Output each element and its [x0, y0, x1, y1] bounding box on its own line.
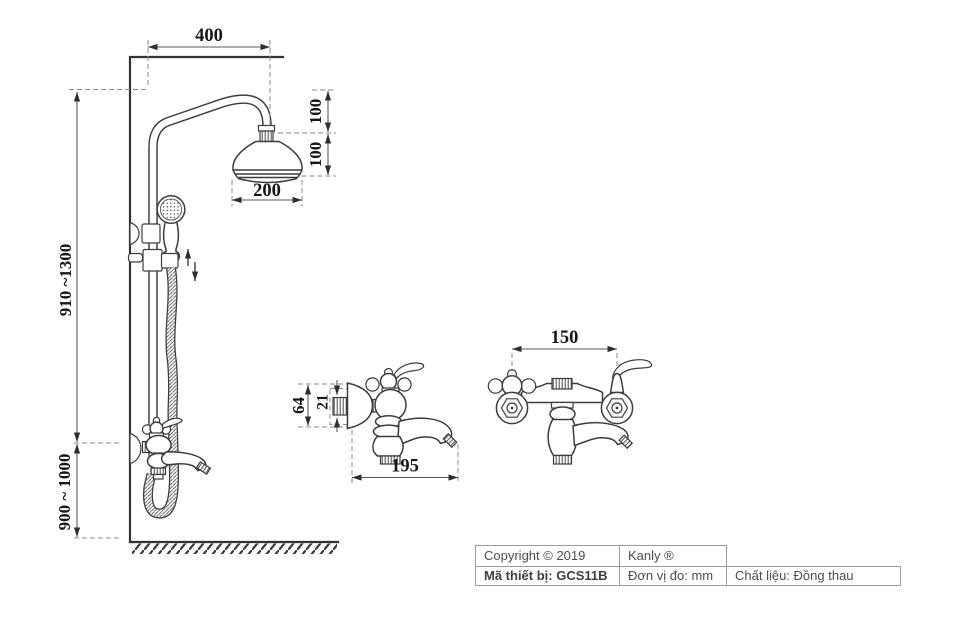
dim-spout-reach: 195 — [391, 457, 419, 477]
wall-and-floor — [128, 55, 340, 554]
wall-bracket-knob — [129, 221, 140, 246]
model-cell: Mã thiết bị: GCS11B — [475, 566, 620, 586]
front-lever — [611, 359, 653, 380]
front-spout-aerator — [618, 434, 634, 450]
brand-cell: Kanly ® — [620, 545, 727, 567]
front-cross-left-ear — [487, 378, 504, 394]
spec-table-row-2: Mã thiết bị: GCS11B Đơn vị đo: mm Chất l… — [475, 566, 901, 586]
valve-lever — [160, 417, 183, 430]
side-cross-right-ear — [397, 377, 412, 392]
dim-head-height: 100 — [306, 142, 325, 168]
side-wall-stub — [332, 396, 348, 416]
dim-head-diameter: 200 — [253, 181, 281, 201]
shower-hose — [143, 267, 180, 519]
side-cross-left-ear — [365, 377, 380, 392]
shower-head-bell — [232, 140, 303, 171]
rain-shower-head — [232, 124, 303, 184]
head-face-curve — [237, 177, 298, 184]
floor-hatching — [132, 543, 337, 554]
dim-inlet-stub-diameter: 21 — [315, 394, 332, 410]
faucet-side-view: 64 21 195 — [289, 362, 459, 483]
front-body-bell — [547, 418, 578, 457]
hand-shower-spray-face — [159, 198, 183, 221]
front-top-stub — [551, 377, 573, 390]
head-dimensions: 100 100 200 — [231, 89, 336, 206]
front-left-center-dot — [510, 406, 514, 410]
handle-clamp — [160, 252, 179, 269]
valve-spout — [160, 451, 207, 472]
slider-screw — [127, 252, 144, 263]
dim-head-drop: 100 — [306, 99, 325, 125]
valve-spout-aerator — [195, 461, 212, 475]
front-spout — [572, 421, 629, 447]
rail-bracket — [141, 223, 161, 244]
valve-hose-outlet — [152, 473, 164, 480]
unit-cell: Đơn vị đo: mm — [620, 566, 727, 586]
side-spout-aerator — [442, 432, 458, 449]
valve-hose-nut — [150, 467, 167, 476]
faucet-front-view: 150 — [487, 328, 653, 465]
wall-line — [128, 55, 285, 544]
spec-table: Copyright © 2019 Kanly ® Mã thiết bị: GC… — [475, 545, 901, 586]
material-cell: Chất liệu: Đồng thau — [727, 566, 901, 586]
dim-arm-reach: 400 — [195, 26, 223, 46]
head-rim-band2 — [234, 173, 301, 179]
mixer-valve — [129, 416, 212, 480]
dim-column-height-range: 910 ~1300 — [56, 244, 75, 317]
front-lever-stem — [609, 372, 625, 394]
head-rim-band — [232, 169, 303, 175]
slider-block — [142, 248, 163, 272]
front-right-center-dot — [615, 406, 619, 410]
side-bottom-aerator — [379, 455, 401, 465]
dim-inlet-center-distance: 150 — [551, 328, 579, 348]
dim-mixer-height-range: 900 ~ 1000 — [55, 454, 74, 531]
column-dimensions: 400 910 ~1300 900 ~ 1000 — [55, 26, 271, 539]
side-spout — [396, 417, 453, 447]
side-body-foot — [372, 435, 404, 457]
valve-escutcheon — [129, 432, 142, 465]
shower-column-pipe — [148, 94, 272, 430]
side-cross-boss — [379, 372, 398, 391]
copyright-cell: Copyright © 2019 — [475, 545, 620, 567]
head-connector-collar — [257, 124, 276, 132]
front-cross-right-ear — [520, 378, 537, 394]
dim-escutcheon-diameter: 64 — [289, 397, 308, 415]
front-bottom-aerator — [552, 454, 573, 465]
side-lever — [393, 362, 425, 380]
spec-table-row-1: Copyright © 2019 Kanly ® — [475, 545, 901, 567]
hand-shower-assembly — [127, 194, 199, 281]
